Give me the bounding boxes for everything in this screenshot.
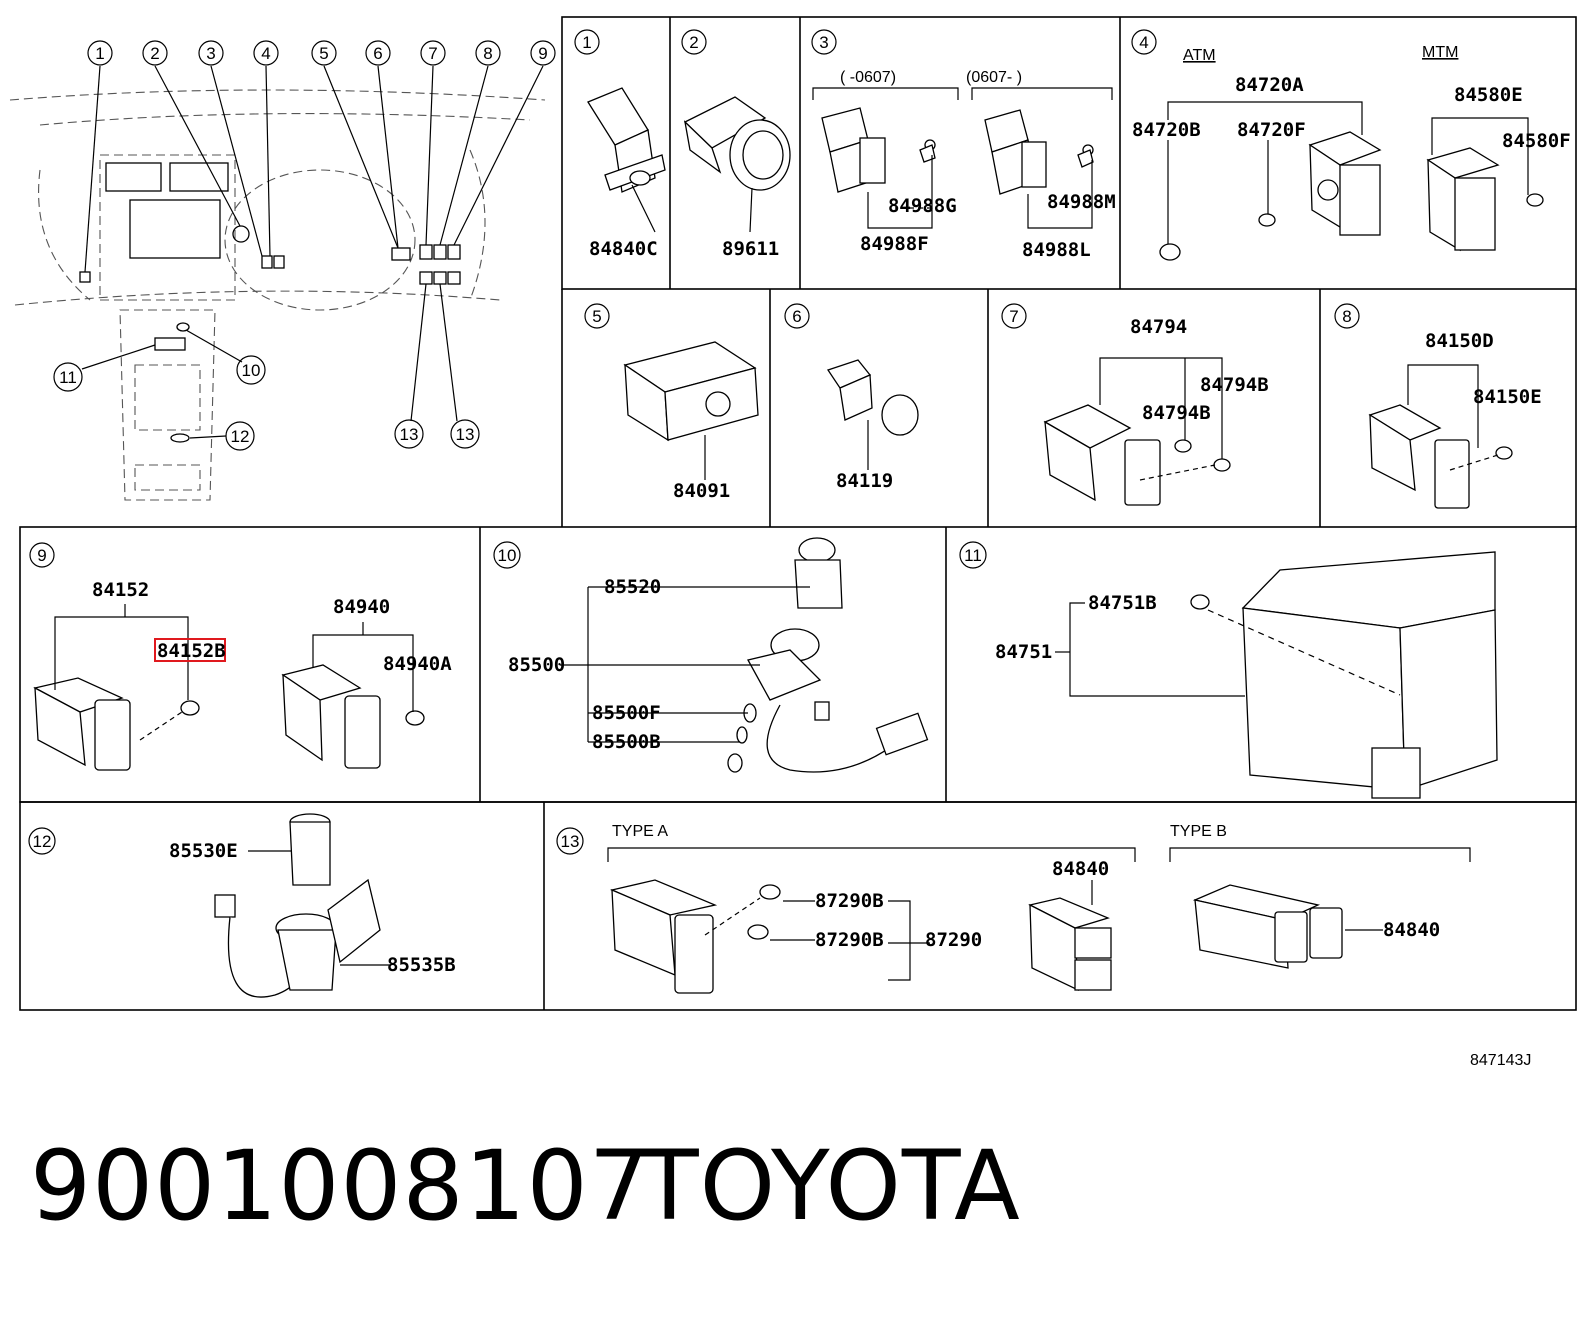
part-label-85500F[interactable]: 85500F [592, 702, 661, 724]
part-label-84794B-upper[interactable]: 84794B [1200, 374, 1269, 396]
part-label-84152B[interactable]: 84152B [157, 640, 226, 662]
part-drawing-85535B [275, 878, 381, 991]
panel-number-9: 9 [37, 546, 46, 565]
overview-callout-7: 7 [428, 44, 437, 63]
part-drawing-84988F [821, 107, 936, 193]
panel-number-6: 6 [792, 307, 801, 326]
part-label-84988M[interactable]: 84988M [1047, 191, 1116, 213]
part-drawing-84794 [1043, 404, 1231, 506]
panel-number-10: 10 [498, 546, 517, 565]
panel-number-1: 1 [582, 33, 591, 52]
overview-callout-10: 10 [242, 361, 261, 380]
parts-diagram: 1 2 3 4 5 6 7 8 9 10 11 12 13 13 1 2 3 4… [9, 16, 1577, 1011]
overview-callout-13b: 13 [456, 425, 475, 444]
overview-callout-8: 8 [483, 44, 492, 63]
panel-number-13: 13 [561, 832, 580, 851]
part-label-84794B-lower[interactable]: 84794B [1142, 402, 1211, 424]
date-range-left: ( -0607) [840, 69, 896, 86]
mtm-label: MTM [1422, 44, 1458, 61]
part-number-title: 9001008107 [30, 1130, 651, 1242]
panel-number-11: 11 [964, 546, 982, 565]
part-label-85530E[interactable]: 85530E [169, 840, 238, 862]
overview-callout-2: 2 [150, 44, 159, 63]
overview-callout-5: 5 [319, 44, 328, 63]
date-range-right: (0607- ) [966, 69, 1022, 86]
part-label-84150D[interactable]: 84150D [1425, 330, 1494, 352]
part-label-85520[interactable]: 85520 [604, 576, 661, 598]
part-label-84119[interactable]: 84119 [836, 470, 893, 492]
overview-callout-11: 11 [59, 368, 77, 387]
part-label-84150E[interactable]: 84150E [1473, 386, 1542, 408]
part-label-85535B[interactable]: 85535B [387, 954, 456, 976]
part-drawing-85500 [727, 537, 929, 773]
part-label-87290B-upper[interactable]: 87290B [815, 890, 884, 912]
part-label-84751[interactable]: 84751 [995, 641, 1052, 663]
part-drawing-84152 [33, 677, 200, 771]
part-label-84940[interactable]: 84940 [333, 596, 390, 618]
overview-callout-4: 4 [261, 44, 270, 63]
panel-number-3: 3 [819, 33, 828, 52]
brand-title: TOYOTA [640, 1130, 1021, 1242]
part-drawing-84720A [1159, 131, 1382, 261]
part-label-84988F[interactable]: 84988F [860, 233, 929, 255]
part-label-84988G[interactable]: 84988G [888, 195, 957, 217]
part-label-84152[interactable]: 84152 [92, 579, 149, 601]
part-label-84988L[interactable]: 84988L [1022, 239, 1091, 261]
panel-number-2: 2 [689, 33, 698, 52]
overview-callout-3: 3 [206, 44, 215, 63]
part-drawing-84119 [826, 359, 919, 436]
dashboard-overview [9, 89, 546, 501]
overview-callout-12: 12 [231, 427, 250, 446]
overview-callout-1: 1 [95, 44, 104, 63]
part-label-89611[interactable]: 89611 [722, 238, 779, 260]
part-label-85500B[interactable]: 85500B [592, 731, 661, 753]
overview-callout-13a: 13 [400, 425, 419, 444]
part-label-84580F[interactable]: 84580F [1502, 130, 1571, 152]
part-label-84940A[interactable]: 84940A [383, 653, 452, 675]
part-label-84840-type-a[interactable]: 84840 [1052, 858, 1109, 880]
part-drawing-84840-type-a [1028, 897, 1112, 992]
atm-label: ATM [1183, 47, 1216, 64]
part-label-87290[interactable]: 87290 [925, 929, 982, 951]
overview-callout-9: 9 [538, 44, 547, 63]
part-drawing-84940 [281, 664, 425, 769]
part-drawing-84091 [623, 341, 759, 442]
part-label-84794[interactable]: 84794 [1130, 316, 1187, 338]
panel-number-12: 12 [33, 832, 52, 851]
part-label-84840-type-b[interactable]: 84840 [1383, 919, 1440, 941]
highlight-box-84152B [154, 638, 226, 662]
part-label-85500[interactable]: 85500 [508, 654, 565, 676]
part-label-87290B-lower[interactable]: 87290B [815, 929, 884, 951]
panel-number-5: 5 [592, 307, 601, 326]
part-drawing-89611 [683, 96, 791, 191]
part-drawing-84840C [587, 87, 666, 193]
part-drawing-87290 [609, 879, 781, 994]
diagram-code: 847143J [1470, 1052, 1532, 1069]
type-a-label: TYPE A [612, 823, 668, 840]
part-label-84720F[interactable]: 84720F [1237, 119, 1306, 141]
part-label-84091[interactable]: 84091 [673, 480, 730, 502]
panel-number-4: 4 [1139, 33, 1148, 52]
part-label-84751B[interactable]: 84751B [1088, 592, 1157, 614]
part-label-84840C[interactable]: 84840C [589, 238, 658, 260]
part-drawing-84751 [1190, 551, 1498, 799]
overview-callout-6: 6 [373, 44, 382, 63]
type-b-label: TYPE B [1170, 823, 1227, 840]
part-label-84580E[interactable]: 84580E [1454, 84, 1523, 106]
panel-number-7: 7 [1009, 307, 1018, 326]
part-drawing-84580E [1426, 147, 1544, 252]
part-drawing-84150D [1368, 404, 1513, 509]
part-label-84720A[interactable]: 84720A [1235, 74, 1304, 96]
part-label-84720B[interactable]: 84720B [1132, 119, 1201, 141]
part-drawing-84988L [984, 109, 1094, 195]
part-drawing-84840-type-b [1192, 884, 1343, 969]
panel-number-8: 8 [1342, 307, 1351, 326]
